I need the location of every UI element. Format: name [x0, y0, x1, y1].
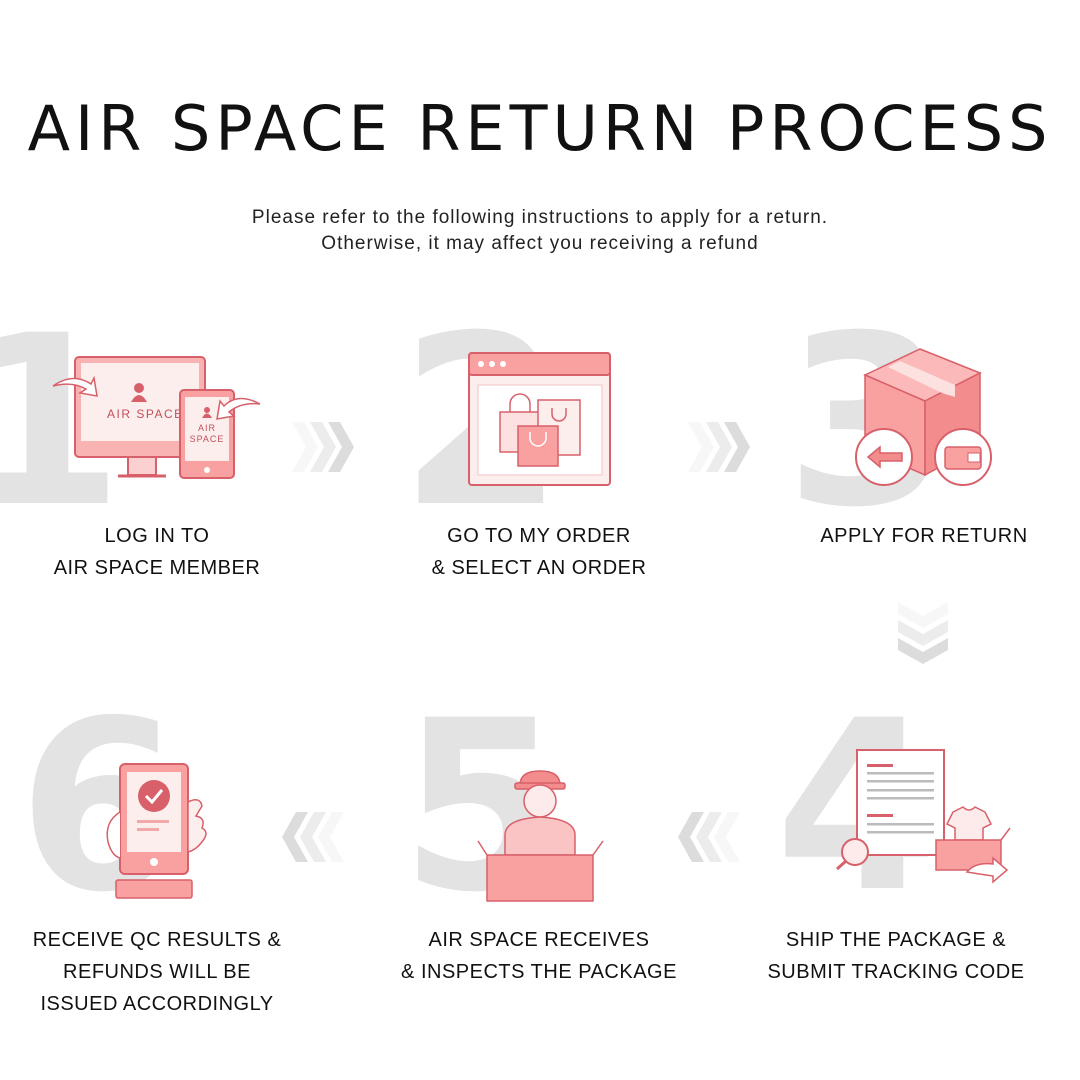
document-package-ship-icon — [836, 749, 1011, 884]
step-1-label-line-2: AIR SPACE MEMBER — [53, 557, 261, 579]
step-4-label-line-1: SHIP THE PACKAGE & — [785, 929, 1007, 951]
phone-brand-text-1: AIR — [198, 423, 216, 433]
step-6-label-line-1: RECEIVE QC RESULTS & — [32, 929, 282, 951]
desktop-and-phone-login-icon: AIR SPACE AIR SPACE — [52, 356, 261, 479]
step-3-label-line-1: APPLY FOR RETURN — [820, 525, 1028, 547]
chevron-left-arrow-2 — [282, 812, 344, 862]
step-1-label-line-1: LOG IN TO — [104, 525, 210, 547]
step-2-label: GO TO MY ORDER & SELECT AN ORDER — [359, 520, 719, 584]
chevron-down-arrow — [898, 602, 948, 664]
box-return-refund-icon — [855, 348, 992, 486]
subtitle-line-2: Otherwise, it may affect you receiving a… — [321, 233, 759, 254]
step-1-label: LOG IN TO AIR SPACE MEMBER — [0, 520, 337, 584]
step-6-label-line-3: ISSUED ACCORDINGLY — [40, 993, 274, 1015]
chevron-right-arrow-2 — [688, 422, 750, 472]
step-5-label: AIR SPACE RECEIVES & INSPECTS THE PACKAG… — [359, 924, 719, 988]
step-2-label-line-2: & SELECT AN ORDER — [431, 557, 647, 579]
browser-shopping-bags-icon — [468, 352, 611, 486]
step-5-label-line-2: & INSPECTS THE PACKAGE — [401, 961, 677, 983]
chevron-right-arrow-1 — [292, 422, 354, 472]
chevron-left-arrow-1 — [678, 812, 740, 862]
step-4-label: SHIP THE PACKAGE & SUBMIT TRACKING CODE — [716, 924, 1076, 988]
step-6-label: RECEIVE QC RESULTS & REFUNDS WILL BE ISS… — [0, 924, 337, 1020]
step-2-label-line-1: GO TO MY ORDER — [447, 525, 631, 547]
phone-brand-text-2: SPACE — [190, 434, 225, 444]
phone-check-icon — [106, 763, 207, 899]
worker-inspect-box-icon — [477, 770, 604, 902]
step-6-label-line-2: REFUNDS WILL BE — [63, 961, 251, 983]
step-3-label: APPLY FOR RETURN — [744, 520, 1080, 552]
subtitle-line-1: Please refer to the following instructio… — [251, 207, 829, 228]
desktop-brand-text: AIR SPACE — [107, 407, 184, 421]
page-title: AIR SPACE RETURN PROCESS — [27, 92, 1053, 165]
step-5-label-line-1: AIR SPACE RECEIVES — [428, 929, 650, 951]
step-4-label-line-2: SUBMIT TRACKING CODE — [767, 961, 1025, 983]
